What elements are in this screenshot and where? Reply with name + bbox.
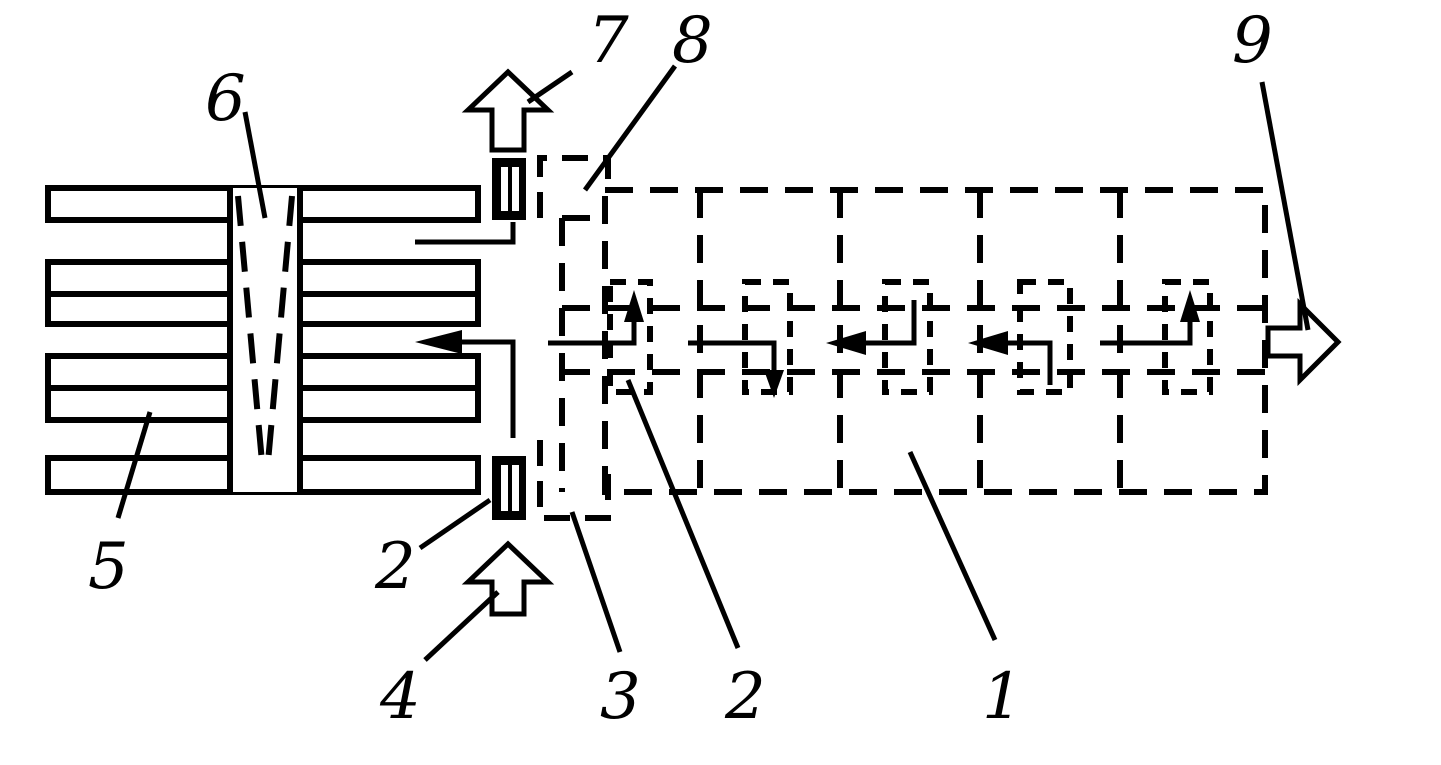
label-6: 6: [205, 62, 246, 136]
exit-arrow-right: [1265, 297, 1342, 387]
baffle-2: [742, 279, 793, 395]
number-labels: 1 2 2 3 4 5 6 7 8 9: [88, 4, 1273, 734]
leader-lines: [115, 64, 1311, 662]
upper-electrode-lead: [415, 222, 516, 245]
leader-9: [1259, 81, 1311, 331]
label-4: 4: [379, 660, 421, 734]
comb-bar-6: [45, 455, 481, 495]
lens-element: [227, 188, 303, 492]
inlet-arrow-up: [461, 540, 555, 617]
upper-electrode: [415, 158, 526, 245]
leader-3: [569, 511, 623, 653]
leader-7: [526, 69, 574, 105]
lower-chamber: [537, 440, 611, 521]
label-1: 1: [982, 660, 1023, 734]
leader-2-electrode: [418, 497, 492, 551]
baffle-5: [1162, 279, 1213, 395]
baffle-3: [882, 279, 933, 395]
flow-arrows: [548, 290, 1200, 398]
upper-chamber: [537, 155, 611, 218]
label-8: 8: [672, 4, 713, 78]
comb-structure: [45, 185, 481, 495]
label-3: 3: [600, 660, 641, 734]
outlet-arrow-up: [461, 68, 555, 153]
label-9: 9: [1232, 4, 1273, 78]
leader-6: [242, 111, 268, 219]
leader-8: [582, 64, 678, 192]
return-arrow: [415, 330, 516, 438]
label-2-electrode: 2: [374, 530, 416, 604]
label-2-lower: 2: [724, 660, 766, 734]
comb-bar-5: [45, 385, 481, 423]
label-7: 7: [588, 4, 629, 78]
lower-electrode: [492, 456, 526, 520]
leader-4: [423, 590, 500, 662]
comb-bar-1: [45, 185, 481, 223]
leader-5: [115, 411, 153, 519]
baffle-1: [607, 279, 653, 395]
leader-1: [907, 450, 998, 642]
baffle-4: [1017, 279, 1073, 395]
label-5: 5: [88, 530, 129, 604]
leader-2-lower: [625, 379, 741, 649]
comb-bar-3: [45, 291, 481, 327]
